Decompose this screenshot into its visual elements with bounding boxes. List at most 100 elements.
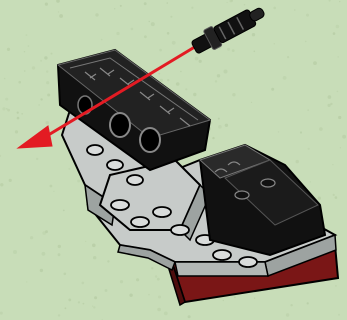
paper-speck [336,25,340,29]
paper-speck [170,16,172,18]
paper-speck [105,289,108,292]
paper-speck [224,70,228,74]
paper-speck [328,104,331,107]
paper-speck [278,131,279,132]
paper-speck [93,256,96,259]
paper-speck [93,306,95,308]
paper-speck [180,71,181,72]
paper-speck [7,109,10,112]
paper-speck [308,148,310,150]
paper-speck [306,14,309,17]
paper-speck [338,314,340,316]
paper-speck [335,285,337,287]
paper-speck [223,300,224,301]
paper-speck [307,302,309,304]
paper-speck [199,60,202,63]
paper-speck [340,147,341,148]
paper-speck [244,4,246,6]
paper-speck [328,95,332,99]
paper-speck [131,28,134,31]
paper-speck [172,41,176,45]
paper-speck [129,294,132,297]
paper-speck [17,112,19,114]
paper-speck [40,98,42,100]
paper-speck [225,124,228,127]
paper-speck [333,32,336,35]
paper-speck [82,282,85,285]
paper-speck [24,51,25,52]
paper-speck [167,32,170,35]
paper-speck [294,9,295,10]
paper-speck [188,315,191,318]
paper-speck [271,88,274,91]
paper-speck [215,80,217,82]
paper-speck [337,91,339,93]
paper-speck [185,88,187,90]
paper-speck [47,94,50,97]
paper-speck [24,70,26,72]
paper-speck [155,275,157,277]
paper-speck [92,306,93,307]
paper-speck [9,179,12,182]
paper-speck [17,117,20,120]
paper-speck [44,56,47,59]
paper-speck [0,183,3,186]
paper-speck [151,22,155,26]
paper-speck [254,51,256,53]
paper-speck [151,267,153,269]
paper-speck [339,1,340,2]
paper-speck [160,79,163,82]
paper-speck [319,127,323,131]
paper-speck [338,116,341,119]
paper-speck [64,273,67,276]
paper-speck [313,61,317,65]
paper-speck [195,57,199,61]
paper-speck [318,197,321,200]
paper-speck [254,298,255,299]
paper-speck [232,49,235,52]
paper-speck [77,180,80,183]
paper-speck [342,135,346,139]
paper-speck [283,76,287,80]
paper-speck [92,244,96,248]
paper-speck [26,34,28,36]
paper-speck [120,5,122,7]
paper-speck [227,2,228,3]
paper-speck [286,313,289,316]
paper-speck [15,130,18,133]
paper-speck [58,314,60,316]
paper-speck [45,230,48,233]
paper-speck [40,60,42,62]
paper-speck [332,164,333,165]
paper-speck [32,66,35,69]
paper-speck [144,35,147,38]
paper-speck [157,278,160,281]
paper-speck [58,245,61,248]
paper-speck [4,78,6,80]
paper-speck [211,122,212,123]
paper-speck [21,113,23,115]
paper-speck [51,53,53,55]
paper-speck [149,21,150,22]
paper-speck [53,191,54,192]
paper-speck [42,252,46,256]
paper-speck [232,93,235,96]
paper-speck [251,102,252,103]
paper-speck [46,70,48,72]
paper-speck [18,81,21,84]
paper-speck [335,196,338,199]
paper-speck [287,56,289,58]
paper-speck [158,73,160,75]
paper-speck [305,41,307,43]
paper-speck [274,43,276,45]
paper-speck [217,74,220,77]
paper-speck [58,11,59,12]
paper-speck [273,7,276,10]
paper-speck [116,32,119,35]
paper-speck [114,8,115,9]
paper-speck [26,281,27,282]
paper-speck [136,278,139,281]
paper-speck [85,241,86,242]
